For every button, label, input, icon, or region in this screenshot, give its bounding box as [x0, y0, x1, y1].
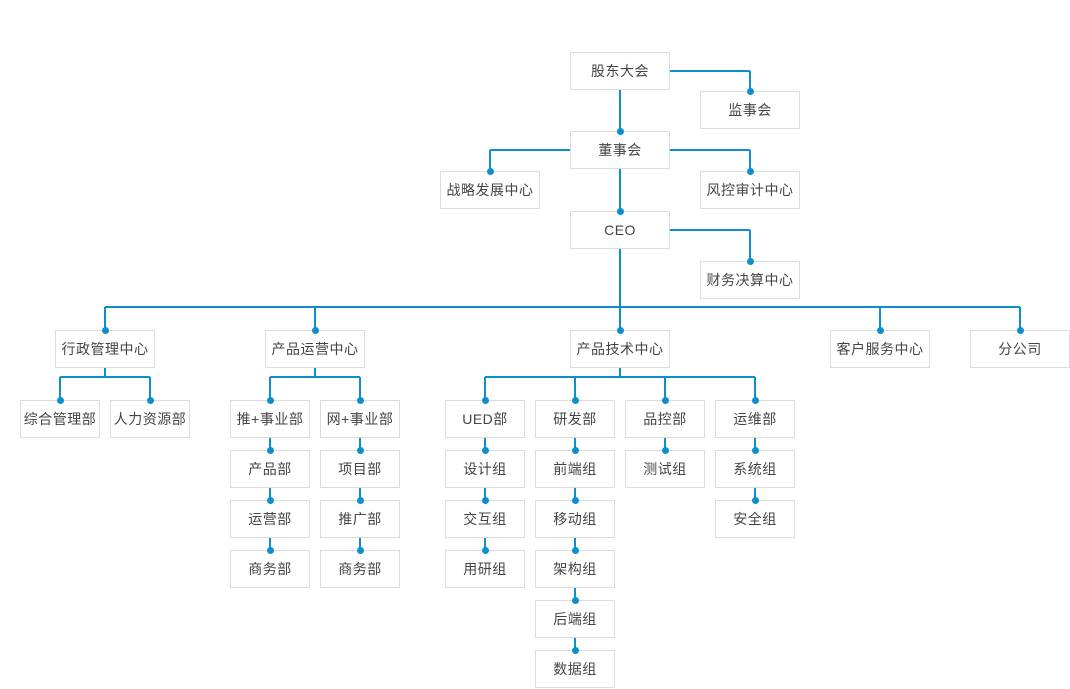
connector-dot-general — [56, 396, 64, 404]
org-node-project[interactable]: 项目部 — [320, 450, 400, 488]
org-node-research[interactable]: 用研组 — [445, 550, 525, 588]
connector-dot-branch — [1016, 326, 1024, 334]
connector-dot-tui — [266, 396, 274, 404]
connector-dot-business1 — [266, 546, 274, 554]
org-node-frontend[interactable]: 前端组 — [535, 450, 615, 488]
connector-dot-customer — [876, 326, 884, 334]
connector-dot-system — [751, 446, 759, 454]
org-node-tui[interactable]: 推+事业部 — [230, 400, 310, 438]
connector-dot-frontend — [571, 446, 579, 454]
connector-dot-board — [616, 127, 624, 135]
connector-dot-design — [481, 446, 489, 454]
org-node-customer[interactable]: 客户服务中心 — [830, 330, 930, 368]
connector-dot-admin — [101, 326, 109, 334]
connector-dot-data — [571, 646, 579, 654]
org-node-security[interactable]: 安全组 — [715, 500, 795, 538]
connector-dot-backend — [571, 596, 579, 604]
org-node-general[interactable]: 综合管理部 — [20, 400, 100, 438]
connector-dot-mobile — [571, 496, 579, 504]
connector-dot-prodops — [311, 326, 319, 334]
connector-dot-finance — [746, 257, 754, 265]
connector-dot-qa — [661, 396, 669, 404]
org-node-branch[interactable]: 分公司 — [970, 330, 1070, 368]
org-node-data[interactable]: 数据组 — [535, 650, 615, 688]
connector-dot-product — [266, 446, 274, 454]
org-node-ceo[interactable]: CEO — [570, 211, 670, 249]
connector-dot-interaction — [481, 496, 489, 504]
connector-dot-operation — [266, 496, 274, 504]
org-node-architecture[interactable]: 架构组 — [535, 550, 615, 588]
org-node-test[interactable]: 测试组 — [625, 450, 705, 488]
connector-dot-security — [751, 496, 759, 504]
connector-dot-strategy — [486, 167, 494, 175]
org-node-design[interactable]: 设计组 — [445, 450, 525, 488]
org-node-operation[interactable]: 运营部 — [230, 500, 310, 538]
org-node-interaction[interactable]: 交互组 — [445, 500, 525, 538]
connector-dot-wang — [356, 396, 364, 404]
connector-dot-rnd — [571, 396, 579, 404]
connector-dot-research — [481, 546, 489, 554]
connector-dot-ops — [751, 396, 759, 404]
org-node-ued[interactable]: UED部 — [445, 400, 525, 438]
connector-dot-prodtech — [616, 326, 624, 334]
org-node-board[interactable]: 董事会 — [570, 131, 670, 169]
org-node-wang[interactable]: 网+事业部 — [320, 400, 400, 438]
connector-dot-project — [356, 446, 364, 454]
org-node-prodtech[interactable]: 产品技术中心 — [570, 330, 670, 368]
org-node-rnd[interactable]: 研发部 — [535, 400, 615, 438]
connector-dot-promotion — [356, 496, 364, 504]
org-node-shareholders[interactable]: 股东大会 — [570, 52, 670, 90]
org-node-backend[interactable]: 后端组 — [535, 600, 615, 638]
org-node-product[interactable]: 产品部 — [230, 450, 310, 488]
connector-dot-business2 — [356, 546, 364, 554]
org-node-supervisory[interactable]: 监事会 — [700, 91, 800, 129]
connector-dot-riskaudit — [746, 167, 754, 175]
org-node-strategy[interactable]: 战略发展中心 — [440, 171, 540, 209]
connector-dot-hr — [146, 396, 154, 404]
connector-dot-test — [661, 446, 669, 454]
connector-dot-ceo — [616, 207, 624, 215]
org-node-promotion[interactable]: 推广部 — [320, 500, 400, 538]
org-node-hr[interactable]: 人力资源部 — [110, 400, 190, 438]
org-node-business2[interactable]: 商务部 — [320, 550, 400, 588]
connector-dot-ued — [481, 396, 489, 404]
org-node-admin[interactable]: 行政管理中心 — [55, 330, 155, 368]
org-node-qa[interactable]: 品控部 — [625, 400, 705, 438]
org-node-business1[interactable]: 商务部 — [230, 550, 310, 588]
connector-dot-supervisory — [746, 87, 754, 95]
org-node-system[interactable]: 系统组 — [715, 450, 795, 488]
org-node-prodops[interactable]: 产品运营中心 — [265, 330, 365, 368]
org-node-finance[interactable]: 财务决算中心 — [700, 261, 800, 299]
connector-dot-architecture — [571, 546, 579, 554]
org-node-ops[interactable]: 运维部 — [715, 400, 795, 438]
org-node-mobile[interactable]: 移动组 — [535, 500, 615, 538]
org-node-riskaudit[interactable]: 风控审计中心 — [700, 171, 800, 209]
